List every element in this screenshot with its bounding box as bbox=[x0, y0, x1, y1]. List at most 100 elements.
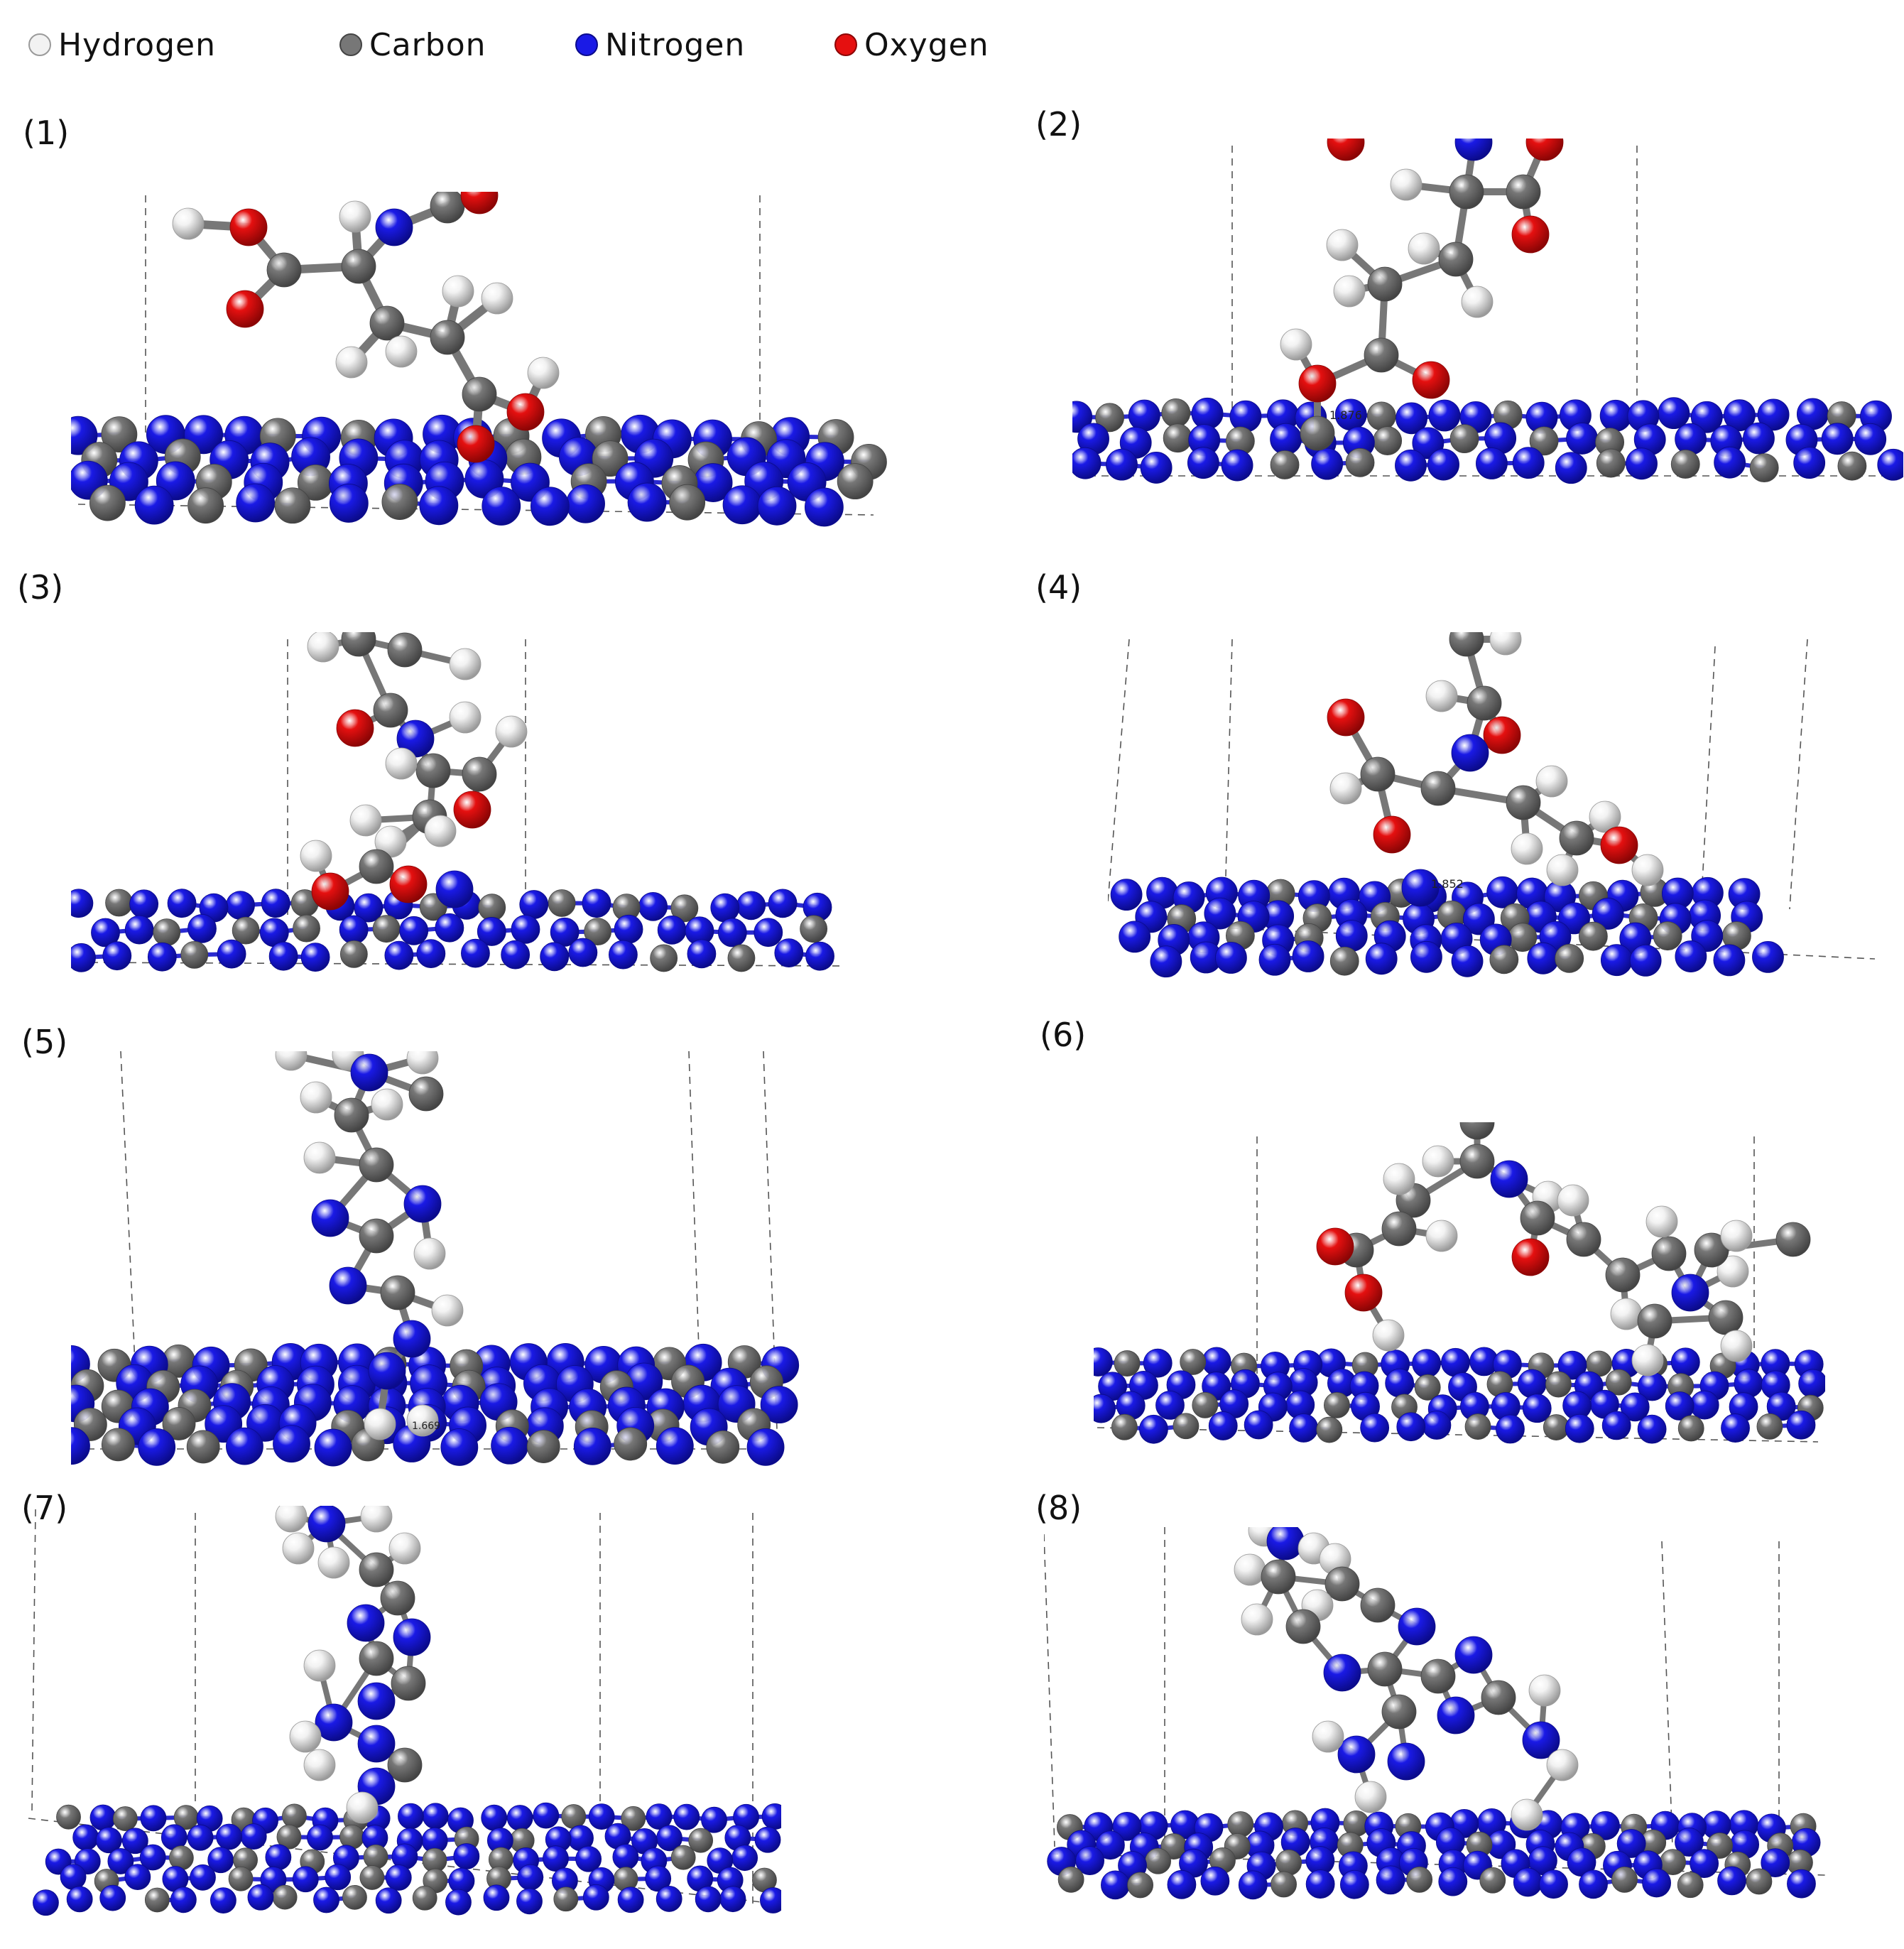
panel-label-4: (4) bbox=[1035, 568, 1082, 607]
nitrogen-atom bbox=[1752, 940, 1784, 973]
oxygen-atom bbox=[1344, 1274, 1383, 1312]
carbon-atom bbox=[359, 1552, 394, 1587]
cell-boundary-line bbox=[1700, 646, 1716, 910]
carbon-atom bbox=[144, 1887, 170, 1913]
nitrogen-atom bbox=[1592, 898, 1624, 930]
carbon-atom bbox=[706, 1430, 740, 1464]
nitrogen-atom bbox=[1629, 944, 1662, 977]
nitrogen-atom bbox=[1106, 448, 1138, 481]
carbon-atom bbox=[1367, 266, 1403, 302]
hydrogen-atom bbox=[1631, 1344, 1664, 1377]
carbon-atom bbox=[548, 889, 576, 917]
carbon-atom bbox=[1529, 426, 1559, 456]
nitrogen-atom bbox=[582, 889, 611, 918]
carbon-atom bbox=[526, 1430, 560, 1463]
carbon-atom bbox=[669, 484, 706, 521]
hydrogen-atom bbox=[1241, 1603, 1273, 1636]
carbon-atom bbox=[1329, 946, 1359, 976]
carbon-atom bbox=[1756, 1413, 1783, 1440]
nitrogen-atom bbox=[638, 891, 668, 921]
nitrogen-atom bbox=[1119, 921, 1151, 953]
oxygen-atom bbox=[1327, 698, 1365, 737]
legend-item-oxygen: Oxygen bbox=[834, 27, 989, 63]
oxygen-atom bbox=[1412, 361, 1450, 399]
nitrogen-atom bbox=[170, 1886, 197, 1913]
carbon-atom bbox=[1173, 1413, 1199, 1440]
carbon-atom bbox=[415, 753, 451, 788]
nitrogen-atom bbox=[550, 917, 580, 947]
carbon-atom bbox=[1467, 685, 1502, 721]
cell-boundary-line bbox=[1044, 1533, 1055, 1847]
carbon-atom bbox=[1559, 820, 1594, 856]
cell-boundary-line bbox=[1789, 639, 1808, 910]
nitrogen-atom bbox=[315, 1703, 353, 1742]
hydrogen-atom bbox=[1333, 275, 1366, 308]
nitrogen-atom bbox=[695, 1886, 722, 1913]
nitrogen-atom bbox=[774, 938, 804, 968]
carbon-atom bbox=[1506, 785, 1541, 820]
hydrogen-atom bbox=[1422, 1145, 1454, 1178]
carbon-atom bbox=[1520, 1200, 1555, 1236]
hydrogen-atom-icon bbox=[28, 33, 51, 56]
hydrogen-atom bbox=[449, 648, 482, 680]
carbon-atom bbox=[1605, 1369, 1632, 1396]
hydrogen-atom bbox=[335, 346, 368, 379]
carbon-atom bbox=[462, 756, 497, 792]
carbon-atom bbox=[359, 1218, 394, 1254]
nitrogen-atom bbox=[657, 915, 687, 945]
carbon-atom bbox=[1192, 1391, 1219, 1418]
carbon-atom bbox=[105, 889, 133, 917]
carbon-atom bbox=[1651, 1236, 1687, 1271]
nitrogen-atom bbox=[300, 943, 330, 972]
nitrogen-atom bbox=[375, 1887, 402, 1914]
legend-label-carbon: Carbon bbox=[369, 26, 486, 63]
hydrogen-atom bbox=[1557, 1184, 1589, 1217]
carbon-atom bbox=[1114, 1350, 1141, 1377]
nitrogen-atom bbox=[1150, 945, 1182, 978]
oxygen-atom bbox=[336, 709, 374, 747]
nitrogen-atom bbox=[501, 940, 531, 970]
carbon-atom bbox=[1180, 1349, 1207, 1375]
carbon-atom bbox=[1449, 632, 1484, 657]
legend-item-hydrogen: Hydrogen bbox=[28, 27, 216, 63]
nitrogen-atom bbox=[398, 1803, 424, 1830]
hydrogen-atom bbox=[1511, 832, 1543, 865]
nitrogen-atom bbox=[1376, 1865, 1405, 1895]
nitrogen-atom bbox=[190, 1864, 216, 1891]
nitrogen-atom bbox=[614, 914, 643, 944]
carbon-atom bbox=[1127, 1872, 1154, 1899]
carbon-atom bbox=[228, 1866, 254, 1891]
legend-item-nitrogen: Nitrogen bbox=[575, 27, 745, 63]
hydrogen-atom bbox=[1425, 680, 1458, 712]
nitrogen-atom bbox=[1451, 945, 1484, 977]
nitrogen-atom bbox=[393, 1618, 431, 1656]
nitrogen-atom bbox=[1401, 869, 1440, 907]
legend-item-carbon: Carbon bbox=[339, 27, 486, 63]
carbon-atom bbox=[1555, 943, 1584, 973]
carbon-atom bbox=[1414, 1374, 1441, 1401]
nitrogen-atom bbox=[354, 893, 383, 923]
hydrogen-atom bbox=[307, 632, 339, 663]
nitrogen-atom bbox=[138, 1428, 176, 1466]
nitrogen-atom bbox=[1787, 1869, 1816, 1899]
hydrogen-atom bbox=[346, 1791, 379, 1824]
carbon-atom bbox=[1670, 450, 1700, 479]
nitrogen-atom bbox=[1305, 1869, 1335, 1899]
nitrogen-atom bbox=[1877, 448, 1903, 481]
nitrogen-atom bbox=[1094, 1347, 1113, 1377]
nitrogen-atom bbox=[1292, 940, 1324, 972]
nitrogen-atom bbox=[1599, 399, 1632, 432]
nitrogen-atom bbox=[519, 890, 549, 919]
carbon-atom bbox=[1261, 1559, 1296, 1595]
carbon-atom bbox=[430, 320, 465, 355]
nitrogen-atom bbox=[612, 1844, 639, 1870]
nitrogen-atom bbox=[717, 918, 747, 948]
nitrogen-atom bbox=[33, 1889, 59, 1916]
nitrogen-atom bbox=[1335, 920, 1368, 952]
hydrogen-atom bbox=[275, 1506, 308, 1533]
nitrogen-atom bbox=[95, 1827, 122, 1854]
nitrogen-atom bbox=[1128, 399, 1160, 432]
hydrogen-atom bbox=[1383, 1163, 1415, 1195]
nitrogen-atom bbox=[1208, 1411, 1238, 1440]
panel-label-6: (6) bbox=[1040, 1016, 1087, 1054]
